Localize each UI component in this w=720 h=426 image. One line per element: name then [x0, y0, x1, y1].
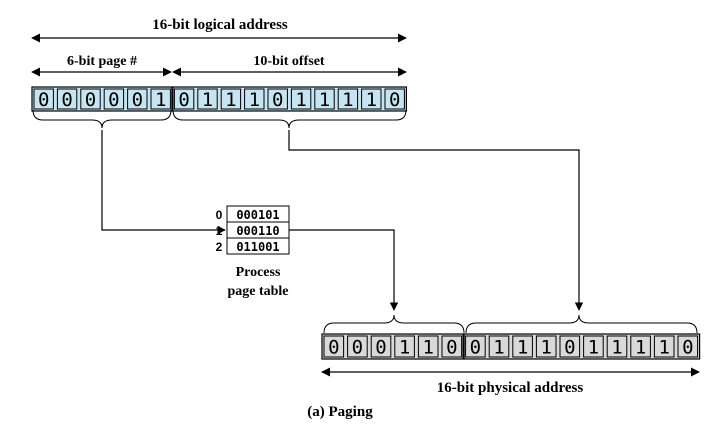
bit-value: 1 [422, 337, 433, 359]
bit-cell [347, 335, 368, 358]
bit-value: 0 [61, 89, 72, 111]
bit-cell [535, 335, 557, 358]
bit-value: 0 [564, 337, 575, 359]
bit-value: 1 [658, 337, 669, 359]
physical-offset-brace [465, 314, 698, 334]
physical-address-label: 16-bit physical address [437, 380, 584, 396]
frame-number-arrow [289, 229, 399, 311]
bit-cell [337, 88, 359, 110]
bit-value: 1 [399, 337, 410, 359]
bit-cell [33, 88, 54, 110]
bit-cell [441, 335, 463, 358]
bit-cell [197, 88, 218, 110]
bit-cell [370, 335, 392, 358]
bit-value: 1 [155, 89, 166, 111]
bit-value: 0 [132, 89, 143, 111]
bit-value: 0 [682, 337, 693, 359]
process-page-table: 0 1 2 000101 000110 011001 [216, 205, 290, 255]
bit-cell [150, 88, 171, 110]
bit-cell [488, 335, 510, 358]
offset-label: 10-bit offset [253, 54, 324, 69]
bit-value: 0 [328, 337, 339, 359]
bit-value: 1 [588, 337, 599, 359]
bit-cell [244, 88, 265, 110]
bit-cell [220, 88, 242, 110]
bit-cell [384, 88, 405, 110]
bit-cell [173, 88, 195, 110]
bit-value: 1 [635, 337, 646, 359]
page-table-label: Process [236, 265, 281, 280]
bit-value: 0 [375, 337, 386, 359]
bit-cell [80, 88, 101, 110]
frame-number-brace [323, 314, 465, 334]
page-table-entry: 011001 [236, 240, 279, 254]
bit-value: 0 [352, 337, 363, 359]
bit-cell [127, 88, 148, 110]
bit-value: 1 [540, 337, 551, 359]
bit-cell [267, 88, 288, 110]
bit-value: 1 [202, 89, 213, 111]
bit-value: 0 [446, 337, 457, 359]
bit-value: 1 [295, 89, 306, 111]
figure-caption: (a) Paging [307, 404, 373, 420]
bit-cell [103, 88, 125, 110]
bit-cell [677, 335, 699, 358]
bit-cell [417, 335, 439, 358]
bit-cell [583, 335, 604, 358]
bit-value: 0 [470, 337, 481, 359]
bit-cell [323, 335, 345, 358]
page-number-to-table-arrow [101, 130, 226, 235]
page-table-index: 1 [216, 224, 223, 238]
bit-value: 1 [493, 337, 504, 359]
offset-brace [172, 109, 407, 129]
bit-value: 0 [85, 89, 96, 111]
bit-cell [465, 335, 486, 358]
bit-cell [606, 335, 628, 358]
page-number-brace [32, 109, 172, 129]
bit-value: 0 [272, 89, 283, 111]
bit-cell [56, 88, 78, 110]
bit-cell [394, 335, 415, 358]
bit-value: 1 [319, 89, 330, 111]
bit-cell [290, 88, 312, 110]
bit-cell [361, 88, 382, 110]
page-table-index: 0 [216, 208, 223, 222]
bit-value: 0 [178, 89, 189, 111]
page-number-label: 6-bit page # [67, 54, 137, 69]
logical-address-label: 16-bit logical address [152, 17, 288, 33]
offset-to-physical-arrow [288, 130, 584, 311]
bit-value: 1 [366, 89, 377, 111]
bit-value: 1 [225, 89, 236, 111]
page-table-entry: 000101 [236, 208, 279, 222]
bit-value: 0 [389, 89, 400, 111]
page-table-label: page table [227, 284, 288, 299]
bit-value: 0 [38, 89, 49, 111]
page-table-index: 2 [216, 240, 223, 254]
bit-cell [653, 335, 675, 358]
bit-value: 1 [342, 89, 353, 111]
bit-cell [630, 335, 651, 358]
bit-cell [559, 335, 581, 358]
bit-value: 1 [517, 337, 528, 359]
bit-cell [512, 335, 533, 358]
bit-value: 1 [249, 89, 260, 111]
page-table-entry: 000110 [236, 224, 279, 238]
bit-cell [314, 88, 335, 110]
bit-value: 0 [108, 89, 119, 111]
bit-value: 1 [611, 337, 622, 359]
